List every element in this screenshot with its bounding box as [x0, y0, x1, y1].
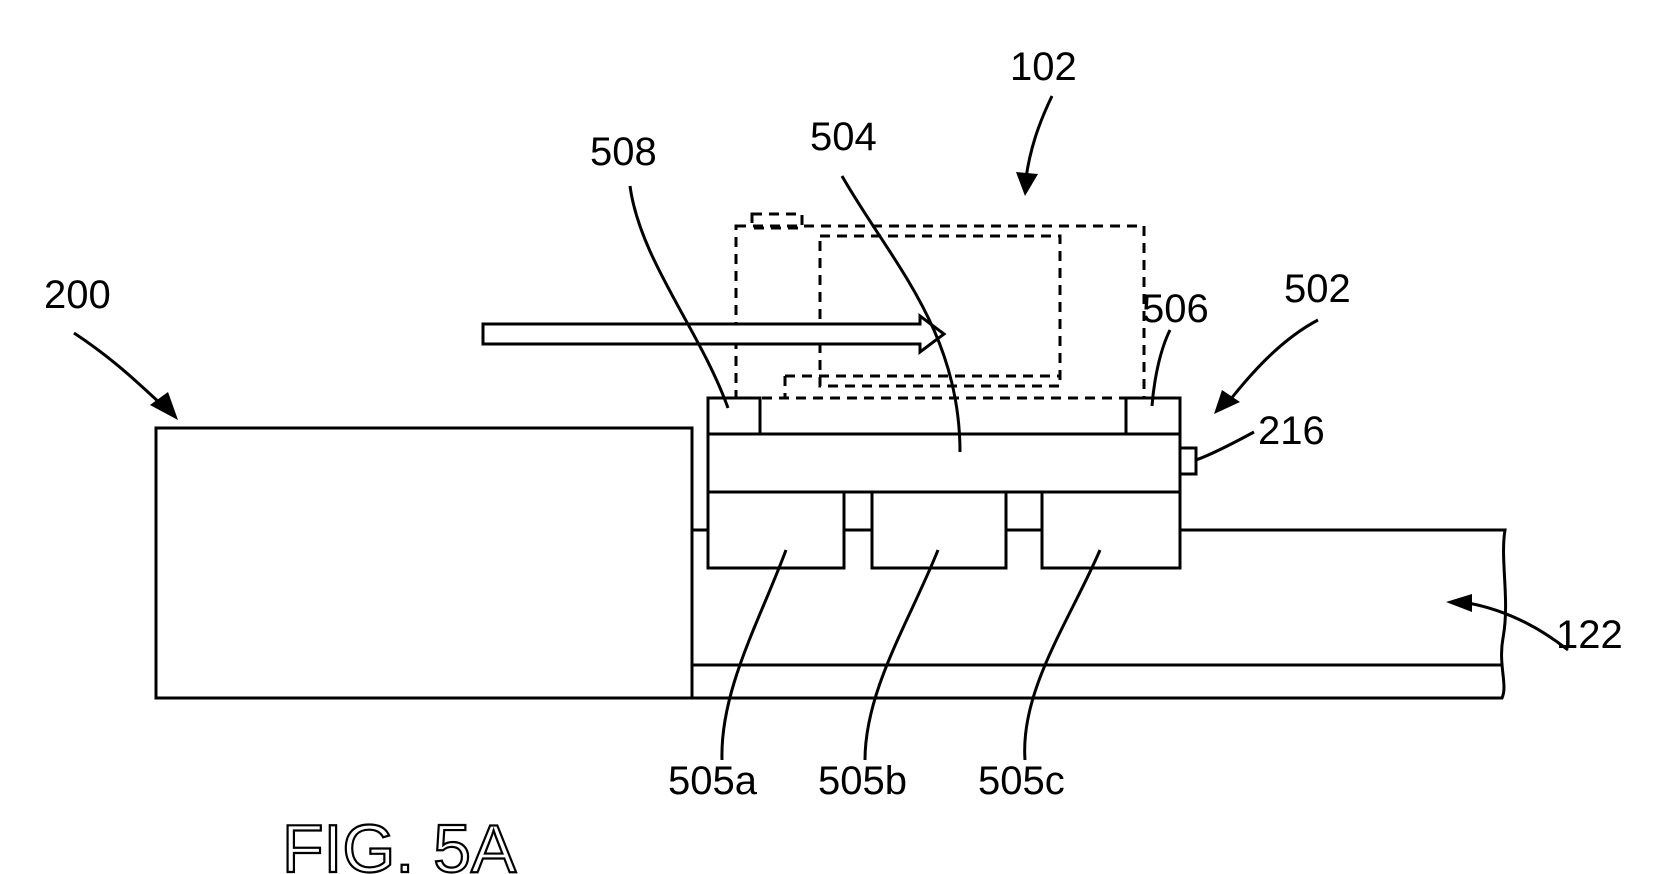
- label-505a: 505a: [668, 759, 758, 803]
- leader-505c: [1025, 550, 1100, 760]
- leader-504: [842, 176, 960, 452]
- pad-508: [708, 398, 760, 434]
- leader-506: [1152, 330, 1170, 406]
- figure-title: FIG. 5A: [282, 811, 517, 874]
- label-216: 216: [1258, 409, 1325, 453]
- leader-122: [1468, 603, 1568, 650]
- label-505c: 505c: [978, 759, 1065, 803]
- leader-502: [1230, 320, 1318, 400]
- leader-505a: [722, 550, 786, 760]
- label-122: 122: [1556, 613, 1623, 657]
- carriage-502: [708, 398, 1196, 568]
- block-505a: [708, 492, 844, 568]
- arrowhead-102: [1016, 172, 1038, 196]
- leader-216: [1196, 432, 1254, 460]
- label-200: 200: [44, 273, 111, 317]
- connector-216: [1180, 448, 1196, 474]
- label-502: 502: [1284, 267, 1351, 311]
- leader-200: [74, 333, 162, 405]
- label-508: 508: [590, 130, 657, 174]
- plate-504: [708, 434, 1180, 492]
- label-504: 504: [810, 115, 877, 159]
- insertion-arrow: [483, 316, 944, 352]
- label-505b: 505b: [818, 759, 907, 803]
- block-505b: [872, 492, 1006, 568]
- leader-508: [630, 186, 728, 408]
- label-506: 506: [1142, 287, 1209, 331]
- leader-505b: [865, 550, 938, 760]
- device-102-dashed: [736, 214, 1144, 398]
- block-505c: [1042, 492, 1180, 568]
- arrowhead-122: [1446, 594, 1472, 612]
- device-102-inner-outline: [820, 236, 1060, 386]
- leader-102: [1026, 96, 1052, 178]
- component-200-box: [156, 428, 692, 698]
- label-102: 102: [1010, 45, 1077, 89]
- device-102-outer-outline: [736, 226, 1144, 398]
